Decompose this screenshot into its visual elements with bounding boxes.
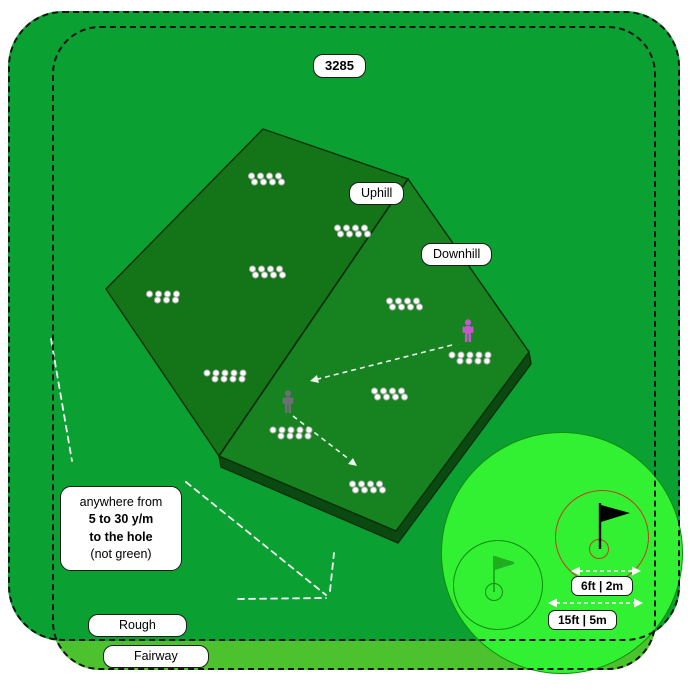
faded-hole-ring	[453, 540, 543, 630]
note-line: anywhere from	[79, 495, 163, 509]
arrowhead-icon	[571, 566, 580, 576]
golfer-icon	[462, 319, 474, 343]
golfer-icon-faded	[282, 390, 294, 414]
note-line: (not green)	[90, 546, 152, 561]
arrowhead-icon	[548, 598, 557, 608]
fairway-label: Fairway	[103, 645, 209, 668]
arrowhead-icon	[632, 566, 641, 576]
note-line: 5 to 30 y/m	[88, 512, 154, 527]
note-box: anywhere from 5 to 30 y/m to the hole (n…	[60, 486, 182, 571]
uphill-label: Uphill	[349, 182, 405, 205]
drill-number: 3285	[325, 58, 354, 73]
note-line: to the hole	[89, 529, 153, 544]
near-distance-label: 6ft | 2m	[571, 576, 634, 596]
flagstick-icon	[598, 503, 630, 549]
downhill-label: Downhill	[421, 243, 493, 266]
faded-flagstick-icon	[493, 556, 514, 592]
green-zoom-inset: 6ft | 2m 15ft | 5m	[441, 432, 683, 674]
far-distance-label: 15ft | 5m	[548, 610, 617, 630]
rough-label: Rough	[88, 614, 187, 637]
arrowhead-icon	[634, 598, 643, 608]
drill-number-badge: 3285	[313, 54, 366, 78]
distance-arrows	[548, 566, 643, 608]
